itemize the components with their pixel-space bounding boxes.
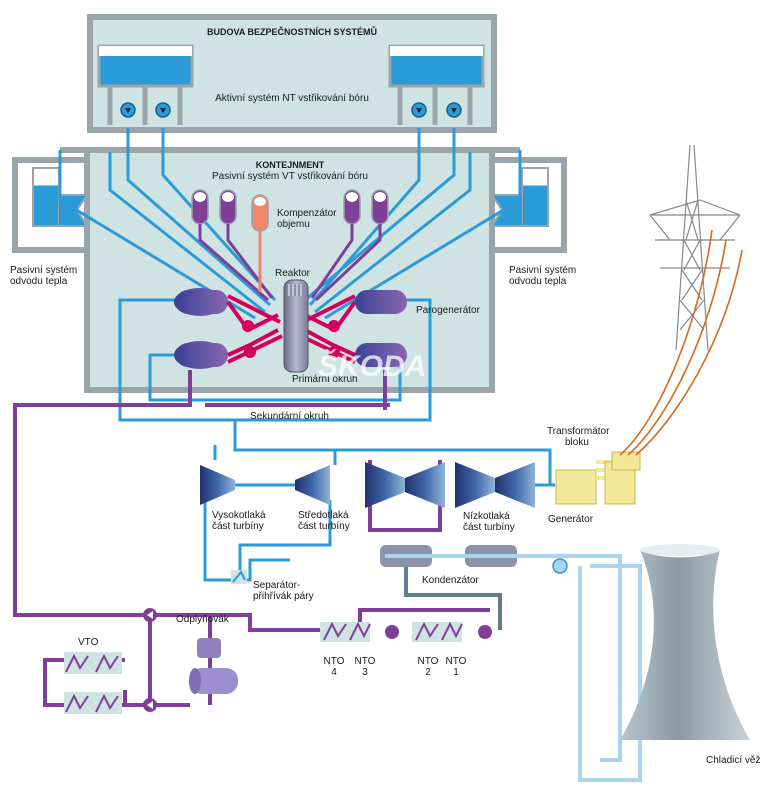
label-generator: Generátor xyxy=(548,514,594,525)
watermark-logo: ŠKODA xyxy=(318,350,427,383)
generator xyxy=(555,469,597,505)
label-active-injection: Aktivní systém NT vstřikování bóru xyxy=(215,93,369,104)
label-vto: VTO xyxy=(78,637,99,648)
label-nto-1-name: NTO xyxy=(445,656,467,667)
label-nto-4-name: NTO xyxy=(323,656,345,667)
label-cooling-tower: Chladicí věž xyxy=(706,755,761,766)
passive-hp-accumulators xyxy=(191,189,389,302)
passive-heat-removal-right xyxy=(489,157,567,253)
label-nto-4-num: 4 xyxy=(331,667,337,678)
block-transformer xyxy=(596,451,641,505)
label-separator-2: přihřívák páry xyxy=(253,591,314,602)
label-condenser: Kondenzátor xyxy=(422,575,479,586)
label-lp-turbine-2: část turbíny xyxy=(463,522,515,533)
label-deaerator: Odplyňovák xyxy=(176,614,229,625)
label-nto-3-num: 3 xyxy=(362,667,368,678)
label-transformer-2: bloku xyxy=(565,437,589,448)
label-reactor: Reaktor xyxy=(275,268,311,279)
steam-generators xyxy=(174,288,407,369)
label-separator-1: Separátor- xyxy=(253,580,301,591)
watermark-text: ŠKODA JS a.s. xyxy=(292,425,419,445)
power-lines xyxy=(619,229,743,456)
label-nto-2-num: 2 xyxy=(425,667,431,678)
label-lp-turbine-1: Nízkotlaká xyxy=(463,511,510,522)
lp-turbines xyxy=(365,462,535,508)
label-primary-circuit: Primární okruh xyxy=(292,374,358,385)
label-pressurizer-1: Kompenzátor xyxy=(277,208,337,219)
label-pressurizer-2: objemu xyxy=(277,219,310,230)
primary-pumps xyxy=(242,320,340,358)
pressurizer xyxy=(251,194,269,292)
hp-heaters-vto xyxy=(64,652,122,714)
condensate-loop xyxy=(404,567,502,630)
deaerator xyxy=(189,638,238,694)
hp-turbine xyxy=(200,465,235,505)
label-ip-turbine-2: část turbíny xyxy=(298,521,350,532)
feedwater-pumps xyxy=(143,608,157,712)
label-nto-2-name: NTO xyxy=(417,656,439,667)
label-hp-turbine-1: Vysokotlaká xyxy=(212,510,266,521)
injection-pumps xyxy=(120,102,462,118)
power-pylon xyxy=(649,144,741,351)
injection-lines xyxy=(58,150,522,320)
label-passive-heat-left-1: Pasivní systém xyxy=(10,265,78,276)
label-safety-building: BUDOVA BEZPEČNOSTNÍCH SYSTÉMŮ xyxy=(206,27,377,37)
label-hp-turbine-2: část turbíny xyxy=(212,521,264,532)
label-nto-1-num: 1 xyxy=(453,667,459,678)
label-passive-heat-right-1: Pasivní systém xyxy=(509,265,577,276)
cooling-loop xyxy=(385,554,642,782)
label-passive-heat-left-2: odvodu tepla xyxy=(10,276,68,287)
safety-systems-building xyxy=(87,14,497,133)
ip-turbine xyxy=(295,465,330,505)
passive-heat-removal-left xyxy=(12,157,90,253)
label-secondary-circuit: Sekundární okruh xyxy=(250,411,329,422)
reactor-vessel xyxy=(283,279,309,373)
cooling-tower xyxy=(620,544,750,740)
label-nto-3-name: NTO xyxy=(354,656,376,667)
label-passive-heat-right-2: odvodu tepla xyxy=(509,276,567,287)
label-containment: KONTEJNMENT xyxy=(255,160,325,170)
label-ip-turbine-1: Středotlaká xyxy=(298,510,349,521)
label-steam-generator: Parogenerátor xyxy=(416,305,480,316)
label-transformer-1: Transformátor xyxy=(547,426,610,437)
label-passive-injection: Pasivní systém VT vstřikování bóru xyxy=(212,171,368,182)
lp-heaters-nto xyxy=(320,621,492,642)
separator-reheater xyxy=(231,570,247,584)
